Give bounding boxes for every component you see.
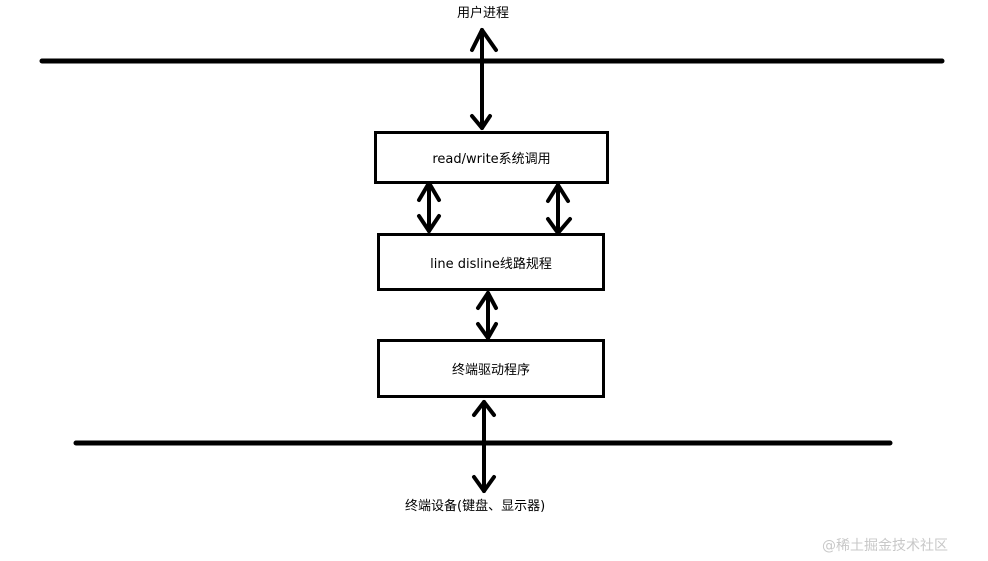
syscall-box-label: read/write系统调用 <box>432 152 551 167</box>
syscall-linedisc-arrow-left <box>417 181 441 233</box>
line-discipline-box: line disline线路规程 <box>377 233 605 291</box>
driver-box: 终端驱动程序 <box>377 339 605 398</box>
driver-box-label: 终端驱动程序 <box>451 363 530 378</box>
linedisc-driver-arrow <box>476 291 498 340</box>
user-syscall-arrow <box>470 28 498 130</box>
terminal-device-label: 终端设备(键盘、显示器) <box>405 499 546 514</box>
syscall-linedisc-arrow-right <box>546 183 572 235</box>
driver-device-arrow <box>472 400 496 493</box>
line-discipline-box-label: line disline线路规程 <box>430 256 552 272</box>
user-process-label: 用户进程 <box>457 6 510 21</box>
syscall-box: read/write系统调用 <box>374 131 609 184</box>
watermark: @稀土掘金技术社区 <box>822 538 948 554</box>
